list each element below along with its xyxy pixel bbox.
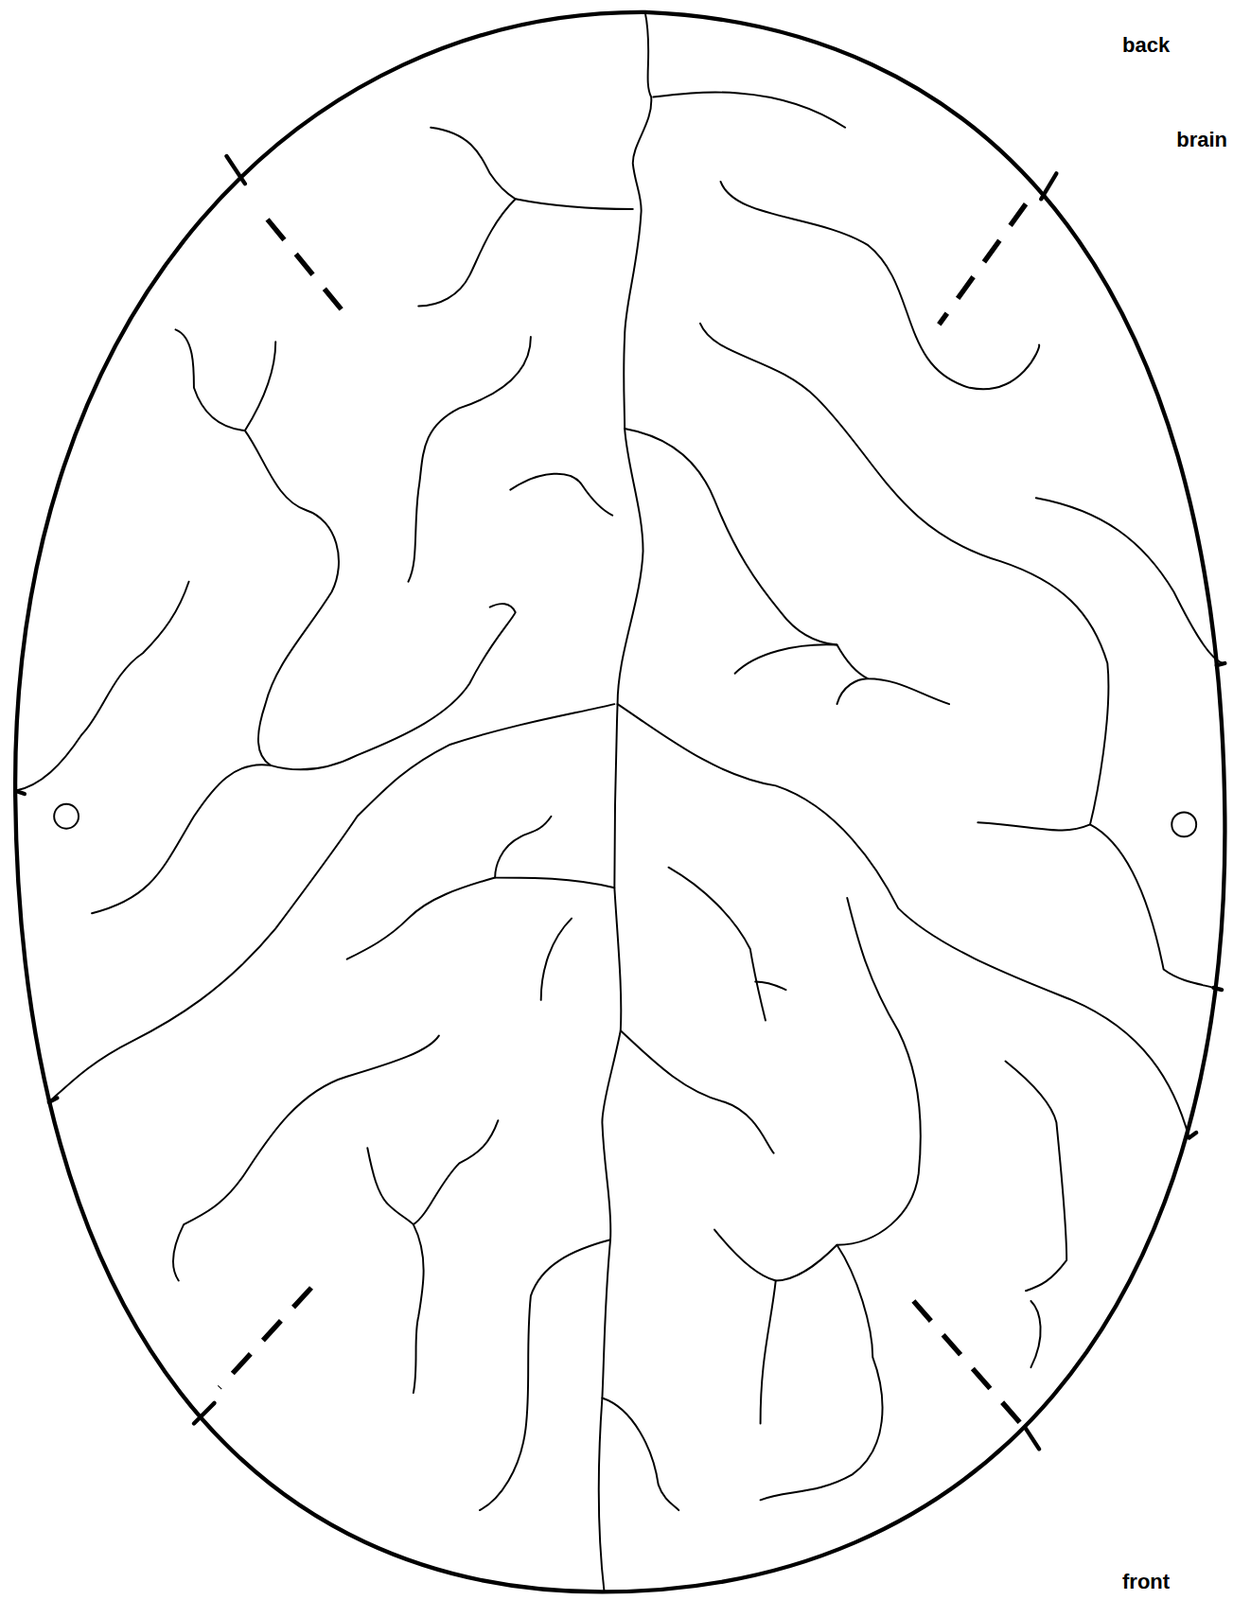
dashed-guides	[219, 204, 1026, 1425]
reference-circles	[53, 804, 1197, 838]
view-label: front	[1122, 1570, 1170, 1594]
skull-outline	[15, 12, 1225, 1592]
vessel-lines	[15, 12, 1223, 1592]
edge-ticks	[15, 156, 1225, 1449]
view-label: back	[1122, 34, 1170, 57]
view-label: brain	[1176, 128, 1228, 152]
